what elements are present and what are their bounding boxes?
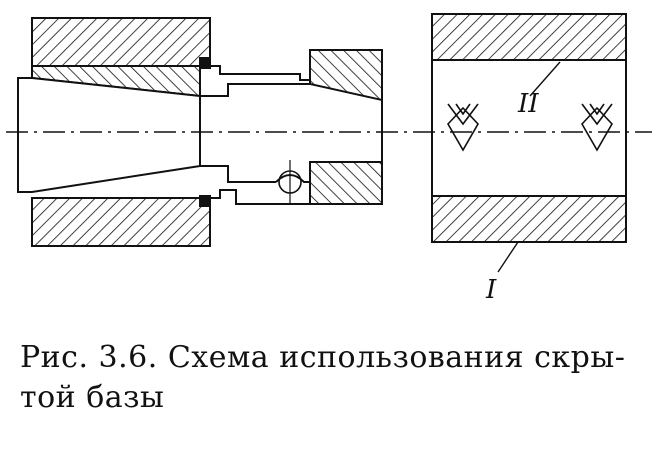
- right-wall-bottom: [431, 195, 627, 243]
- outer-sleeve-top: [31, 17, 211, 67]
- locating-symbol-left: [447, 103, 479, 152]
- hidden-base-diagram: II I: [6, 13, 652, 305]
- figure-caption: Рис. 3.6. Схема использования скры- той …: [20, 338, 640, 418]
- leader-II: [529, 61, 561, 97]
- collar-top: [200, 65, 310, 81]
- caption-line-1: Рис. 3.6. Схема использования скры-: [20, 340, 626, 375]
- nut-bottom: [309, 161, 383, 205]
- leader-I: [497, 241, 519, 273]
- caption-line-2: той базы: [20, 380, 165, 415]
- left-assembly: [17, 17, 383, 247]
- label-base-II: II: [517, 89, 539, 119]
- right-part: [431, 13, 627, 273]
- label-base-I: I: [485, 275, 497, 305]
- right-wall-top: [431, 13, 627, 61]
- locating-symbol-right: [581, 103, 613, 152]
- outer-sleeve-bottom: [31, 197, 211, 247]
- nut-top: [309, 49, 383, 102]
- tapered-mandrel: [17, 77, 201, 193]
- collar-bottom: [200, 165, 276, 183]
